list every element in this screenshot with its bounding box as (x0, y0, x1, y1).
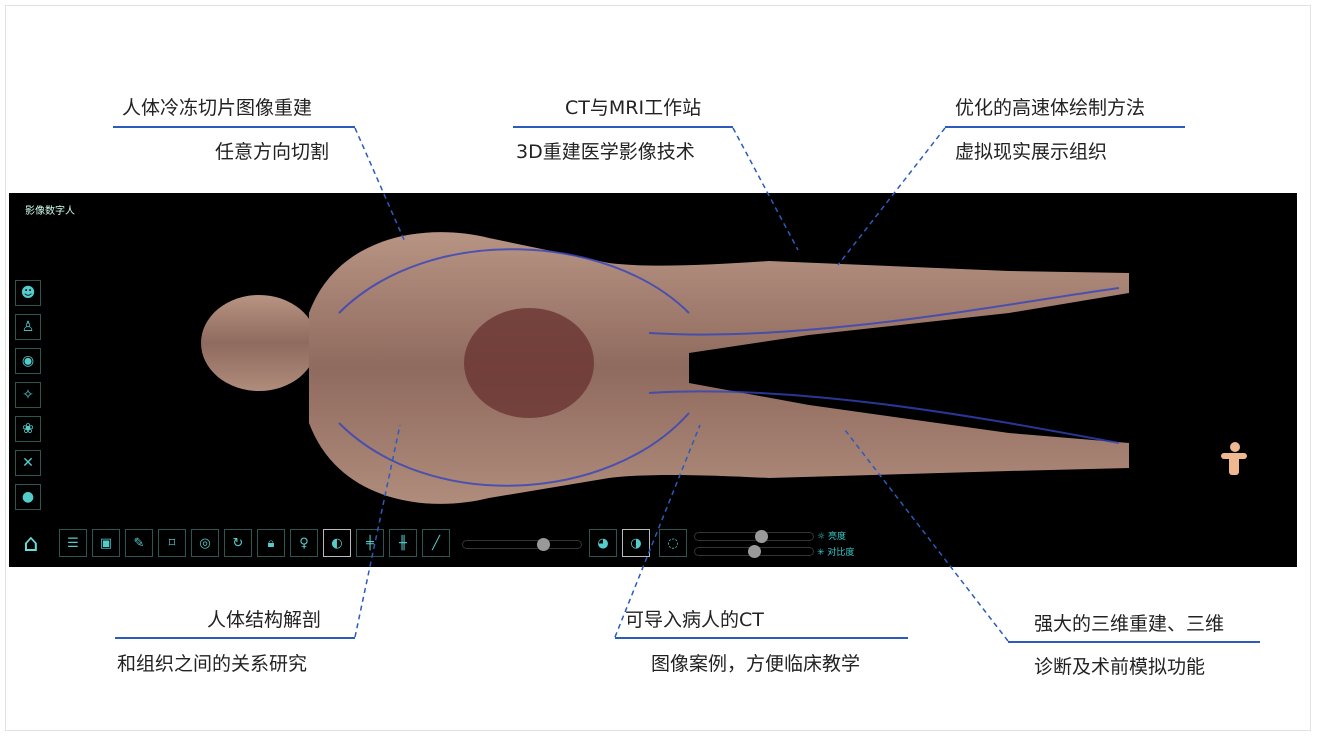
annotation-4-underline (115, 637, 355, 639)
organ-view-button[interactable]: ❀ (15, 416, 41, 442)
multi-slice-button[interactable]: ╫ (389, 529, 417, 557)
annotation-4-desc: 和组织之间的关系研究 (117, 653, 308, 675)
app-title: 影像数字人 (25, 206, 75, 217)
person-list-button[interactable]: ♀ (290, 529, 318, 557)
bottom-toolbar: ⌂ ☰ ▣ ✎ ⌑ ◎ ↻ 🔒︎ ♀ ◐ ╪ ╫ ╱ (15, 527, 455, 559)
opacity-slider[interactable] (462, 538, 582, 551)
orientation-figure-icon[interactable] (1221, 442, 1247, 475)
home-icon[interactable]: ⌂ (23, 529, 39, 557)
annotation-1-title: 人体冷冻切片图像重建 (122, 97, 313, 119)
brightness-text: 亮度 (827, 532, 846, 542)
line-tool-button[interactable]: ╱ (422, 529, 450, 557)
annotation-2-desc: 3D重建医学影像技术 (516, 141, 695, 163)
dual-render-button[interactable]: ◑ (622, 529, 650, 557)
annotation-3-underline (945, 126, 1185, 128)
frame (5, 5, 1311, 731)
brightness-slider[interactable] (694, 530, 814, 543)
view-sidebar: ☻ ♙ ◉ ✧ ❀ ✕ ● (15, 280, 41, 518)
slider-knob[interactable] (748, 545, 761, 558)
annotation-6-underline (1008, 641, 1260, 643)
3d-viewport[interactable]: 影像数字人 ☻ ♙ ◉ ✧ ❀ ✕ ● ⌂ ☰ ▣ ✎ ⌑ ◎ ↻ 🔒︎ ♀ ◐ (9, 193, 1297, 567)
annotation-3-desc: 虚拟现实展示组织 (955, 141, 1108, 163)
annotation-5-title: 可导入病人的CT (625, 609, 764, 631)
contrast-slider[interactable] (694, 545, 814, 558)
annotation-4-title: 人体结构解剖 (207, 609, 322, 631)
slice-plane-button[interactable]: ╪ (356, 529, 384, 557)
contrast-text: 对比度 (827, 548, 855, 558)
skull-view-button[interactable]: ◉ (15, 348, 41, 374)
annotation-6-desc: 诊断及术前模拟功能 (1034, 656, 1206, 678)
slider-knob[interactable] (537, 538, 550, 551)
tag-button[interactable]: ⌑ (158, 529, 186, 557)
list-button[interactable]: ☰ (59, 529, 87, 557)
brain-view-button[interactable]: ● (15, 484, 41, 510)
annotation-5-desc: 图像案例，方便临床教学 (651, 653, 861, 675)
annotation-2-title: CT与MRI工作站 (565, 97, 702, 119)
contrast-label: ✳ 对比度 (817, 548, 855, 558)
annotation-1-underline (113, 126, 355, 128)
skin-render-button[interactable]: ◕ (589, 529, 617, 557)
pencil-button[interactable]: ✎ (125, 529, 153, 557)
annotation-1-desc: 任意方向切割 (215, 141, 330, 163)
annotation-3-title: 优化的高速体绘制方法 (955, 97, 1146, 119)
bust-view-button[interactable]: ♙ (15, 314, 41, 340)
rotate-target-button[interactable]: ◎ (191, 529, 219, 557)
lock-button[interactable]: 🔒︎ (257, 529, 285, 557)
brightness-label: ☼ 亮度 (817, 532, 846, 542)
reset-button[interactable]: ↻ (224, 529, 252, 557)
body-model[interactable] (9, 193, 1297, 567)
head-view-button[interactable]: ☻ (15, 280, 41, 306)
slider-knob[interactable] (755, 530, 768, 543)
annotation-2-underline (513, 126, 733, 128)
annotation-5-underline (615, 637, 908, 639)
image-edit-button[interactable]: ▣ (92, 529, 120, 557)
mask-render-button[interactable]: ◌ (659, 529, 687, 557)
skeleton-view-button[interactable]: ✧ (15, 382, 41, 408)
cross-view-button[interactable]: ✕ (15, 450, 41, 476)
volume-render-button[interactable]: ◐ (323, 529, 351, 557)
annotation-6-title: 强大的三维重建、三维 (1034, 613, 1225, 635)
